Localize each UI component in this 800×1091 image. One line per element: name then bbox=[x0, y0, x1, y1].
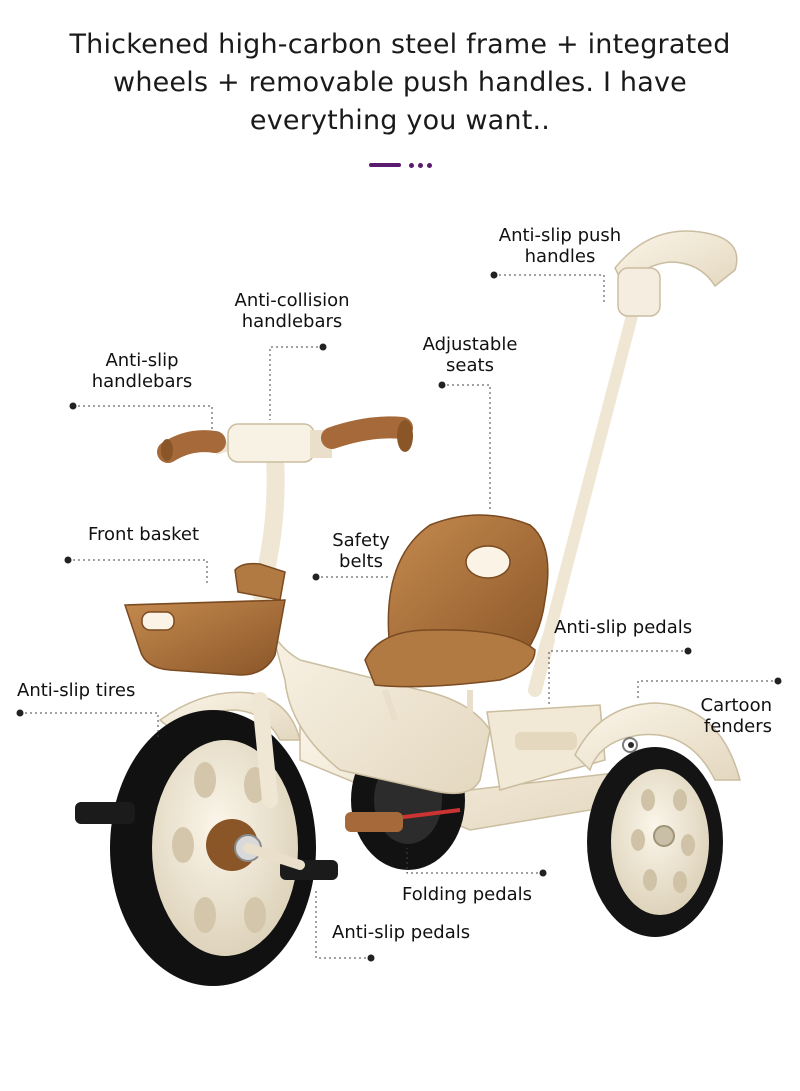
callout-text: Safety bbox=[332, 530, 390, 551]
divider-dot bbox=[409, 163, 414, 168]
front-fork bbox=[252, 692, 278, 808]
callout-text: belts bbox=[339, 551, 383, 572]
divider-dot bbox=[418, 163, 423, 168]
callout-text: Folding pedals bbox=[402, 884, 533, 905]
callout-text: handles bbox=[524, 246, 596, 267]
callout-text: Front basket bbox=[88, 524, 199, 545]
handlebars bbox=[157, 416, 413, 463]
callout-text: Anti-slip pedals bbox=[554, 617, 693, 638]
callout-text: Anti-slip push bbox=[498, 225, 622, 246]
callout-text: Anti-slip tires bbox=[17, 680, 136, 701]
rear-wheel bbox=[587, 747, 723, 937]
callout-text: seats bbox=[446, 355, 494, 376]
headline-line-1: Thickened high-carbon steel frame + inte… bbox=[69, 29, 731, 60]
callout-anti-slip-pedals-rear: Anti-slip pedals bbox=[554, 617, 692, 638]
callout-text: handlebars bbox=[91, 371, 193, 392]
callout-front-basket: Front basket bbox=[88, 524, 199, 545]
section-divider bbox=[369, 162, 433, 170]
divider-bar bbox=[369, 163, 401, 167]
callout-text: Anti-slip pedals bbox=[332, 922, 471, 943]
callout-text: Anti-slip bbox=[105, 350, 179, 371]
callout-anti-collision-handlebars: Anti-collision handlebars bbox=[222, 290, 362, 332]
headline-line-2: wheels + removable push handles. I have bbox=[113, 67, 687, 98]
callout-anti-slip-handlebars: Anti-slip handlebars bbox=[82, 350, 202, 392]
main-frame bbox=[261, 594, 491, 795]
rear-fender bbox=[574, 702, 741, 781]
callout-anti-slip-tires: Anti-slip tires bbox=[17, 680, 135, 701]
callout-text: Anti-collision bbox=[234, 290, 350, 311]
push-handle-grip bbox=[614, 230, 738, 292]
headline-line-3: everything you want.. bbox=[249, 105, 551, 136]
pedals bbox=[75, 802, 403, 880]
callout-adjustable-seats: Adjustable seats bbox=[408, 334, 532, 376]
callout-safety-belts: Safety belts bbox=[318, 530, 404, 572]
callout-text: handlebars bbox=[241, 311, 343, 332]
front-wheel bbox=[110, 710, 316, 986]
seat bbox=[364, 514, 549, 721]
callout-anti-slip-push-handles: Anti-slip push handles bbox=[490, 225, 630, 267]
rear-basket-slot bbox=[515, 732, 577, 750]
callout-text: Cartoon bbox=[700, 695, 773, 716]
divider-dot bbox=[427, 163, 432, 168]
callout-folding-pedals: Folding pedals bbox=[402, 884, 532, 905]
callout-anti-slip-pedals-front: Anti-slip pedals bbox=[332, 922, 470, 943]
handlebar-stem bbox=[253, 446, 285, 604]
callout-cartoon-fenders: Cartoon fenders bbox=[664, 695, 773, 737]
callout-text: Adjustable bbox=[422, 334, 518, 355]
push-handle-pole bbox=[539, 279, 646, 656]
callout-text: fenders bbox=[703, 716, 772, 737]
headline: Thickened high-carbon steel frame + inte… bbox=[40, 26, 760, 140]
front-basket bbox=[123, 562, 286, 676]
